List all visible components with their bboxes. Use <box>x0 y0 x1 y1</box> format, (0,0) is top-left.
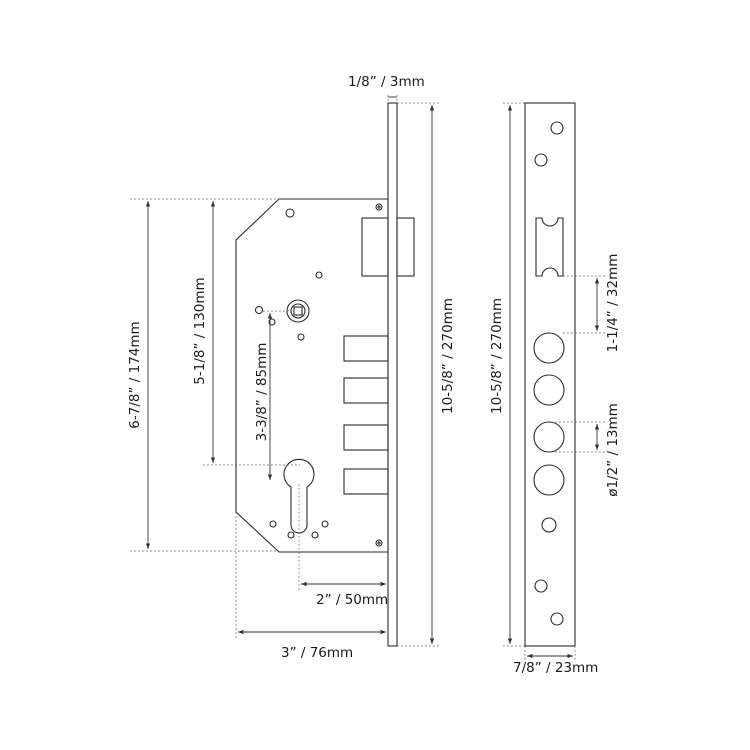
follower-to-cylinder-label: 5-1/8” / 130mm <box>192 277 208 384</box>
faceplate-length-label: 10-5/8” / 270mm <box>440 298 456 414</box>
faceplate-thickness-label: 1/8” / 3mm <box>348 74 425 90</box>
screw-hole <box>534 153 548 167</box>
case-screw-icon <box>375 203 383 211</box>
cylinder-cutout <box>283 458 315 534</box>
handle-to-cylinder-label: 3-3/8” / 85mm <box>254 343 270 442</box>
rivet-hole <box>254 305 264 315</box>
case-height-label: 6-7/8” / 174mm <box>127 321 143 428</box>
faceplate-length-front-label: 10-5/8” / 270mm <box>489 298 505 414</box>
faceplate-width-label: 7/8” / 23mm <box>513 660 598 676</box>
rivet-hole <box>285 208 295 218</box>
lock-case <box>235 198 389 553</box>
latch-bolt-head <box>396 217 415 277</box>
case-screw-icon <box>375 539 383 547</box>
deadbolt <box>343 424 389 451</box>
backset-label: 2” / 50mm <box>316 592 388 608</box>
screw-hole <box>550 612 564 626</box>
rivet-hole <box>297 333 305 341</box>
case-depth-label: 3” / 76mm <box>281 645 353 661</box>
deadbolt-hole <box>533 332 565 364</box>
deadbolt-hole <box>533 421 565 453</box>
screw-hole <box>534 579 548 593</box>
screw-hole <box>550 121 564 135</box>
deadbolt-hole <box>533 374 565 406</box>
side-faceplate <box>387 102 398 647</box>
hole-diameter-label: ø1/2” / 13mm <box>605 403 621 497</box>
rivet-hole <box>287 531 295 539</box>
rivet-hole <box>269 520 277 528</box>
rivet-hole <box>321 520 329 528</box>
deadbolt <box>343 468 389 495</box>
deadbolt <box>343 335 389 362</box>
lock-side-view: 1/8” / 3mm 6-7/8” / 174mm 5-1/8” / 130mm… <box>127 74 456 661</box>
faceplate-front-view: 10-5/8” / 270mm 1-1/4” / 32mm ø1/2” / 13… <box>489 102 621 676</box>
latch-bolt <box>361 217 389 277</box>
deadbolt <box>343 377 389 404</box>
rivet-hole <box>311 531 319 539</box>
rivet-hole <box>315 271 323 279</box>
hole-spacing-label: 1-1/4” / 32mm <box>605 254 621 353</box>
deadbolt-hole <box>533 464 565 496</box>
screw-hole <box>541 517 557 533</box>
